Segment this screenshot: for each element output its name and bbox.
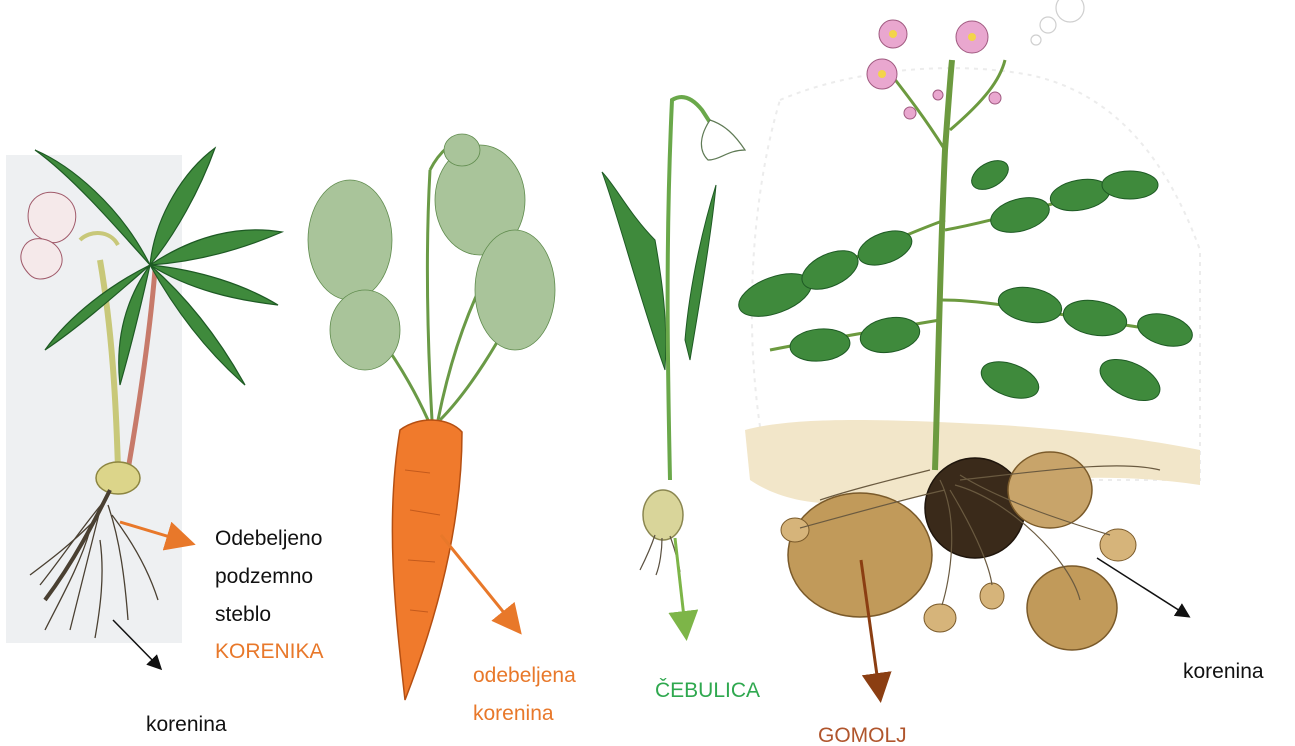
- label-root-left: korenina: [146, 710, 227, 739]
- potato-plant: [733, 20, 1200, 650]
- label-carrot-line2: korenina: [473, 699, 554, 728]
- label-rhizome-line3: steblo: [215, 600, 271, 629]
- decorative-bubbles: [1031, 0, 1084, 45]
- arrow-carrot-root: [441, 535, 518, 630]
- label-carrot-line1: odebeljena: [473, 661, 576, 690]
- label-root-right: korenina: [1183, 657, 1264, 686]
- carrot-plant: [308, 134, 555, 700]
- label-bulb: ČEBULICA: [655, 676, 760, 705]
- snowdrop-plant: [602, 97, 745, 575]
- label-rhizome-line2: podzemno: [215, 562, 313, 591]
- label-tuber: GOMOLJ: [818, 721, 907, 746]
- arrow-bulb: [675, 538, 686, 635]
- label-rhizome-line1: Odebeljeno: [215, 524, 322, 553]
- label-rhizome-term: KORENIKA: [215, 637, 324, 666]
